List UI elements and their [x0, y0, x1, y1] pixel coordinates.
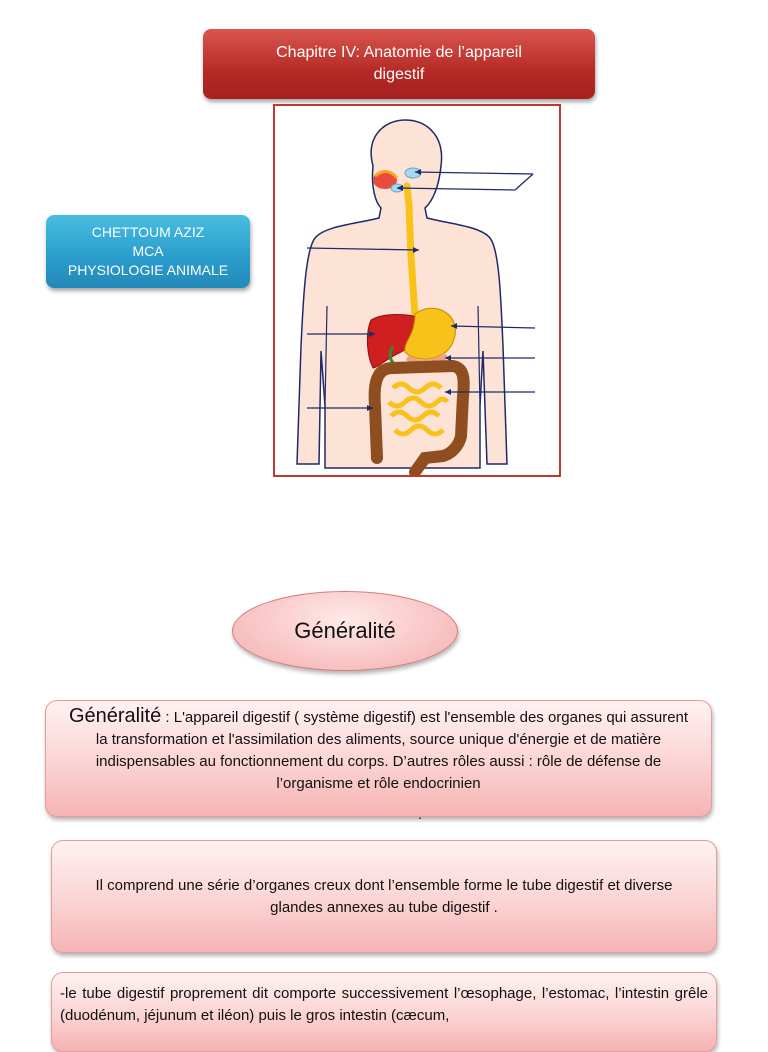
author-rank: MCA	[132, 243, 164, 259]
generalite-body: : L'appareil digestif ( système digestif…	[95, 709, 689, 792]
generalite-lead: Généralité	[68, 705, 162, 727]
tongue	[374, 170, 399, 180]
author-info-box: CHETTOUM AZIZ MCA PHYSIOLOGIE ANIMALE	[46, 215, 250, 288]
arrow-esophagus	[306, 247, 420, 251]
esophagus	[403, 182, 419, 320]
body-silhouette	[296, 119, 508, 469]
arrow-heads	[367, 169, 457, 411]
section-heading-oval: Généralité	[232, 591, 458, 671]
section-heading: Généralité	[294, 618, 396, 643]
arrow-bracket	[514, 173, 534, 191]
arm-contour-right	[477, 305, 481, 407]
tube-details-text: -le tube digestif proprement dit comport…	[60, 985, 708, 1024]
arrow-stomach	[450, 325, 536, 329]
chapter-title-line-1: Chapitre IV: Anatomie de l’appareil	[276, 44, 522, 61]
liver	[366, 314, 422, 369]
arrow-mouth	[396, 187, 516, 191]
mouth-cavity	[373, 171, 397, 189]
label-arrows	[306, 171, 536, 409]
digestive-system-figure	[273, 104, 561, 477]
small-intestine	[387, 381, 450, 437]
tube-digestif-text-box: Il comprend une série d’organes creux do…	[51, 840, 717, 953]
stomach	[404, 307, 456, 360]
author-department: PHYSIOLOGIE ANIMALE	[67, 262, 229, 278]
tube-digestif-text: Il comprend une série d’organes creux do…	[95, 876, 673, 916]
chapter-title-line-2: digestif	[373, 66, 425, 83]
tube-details-text-box: -le tube digestif proprement dit comport…	[51, 972, 717, 1052]
author-name: CHETTOUM AZIZ	[91, 224, 205, 240]
digestive-system-illustration	[296, 119, 536, 475]
large-intestine	[368, 359, 470, 475]
arrow-salivary	[414, 171, 534, 175]
generalite-trailing-dot: .	[418, 806, 422, 822]
chapter-title-banner: Chapitre IV: Anatomie de l’appareil dige…	[203, 29, 595, 99]
arm-contour-left	[324, 305, 328, 407]
generalite-text-box: Généralité : L'appareil digestif ( systè…	[45, 700, 712, 822]
